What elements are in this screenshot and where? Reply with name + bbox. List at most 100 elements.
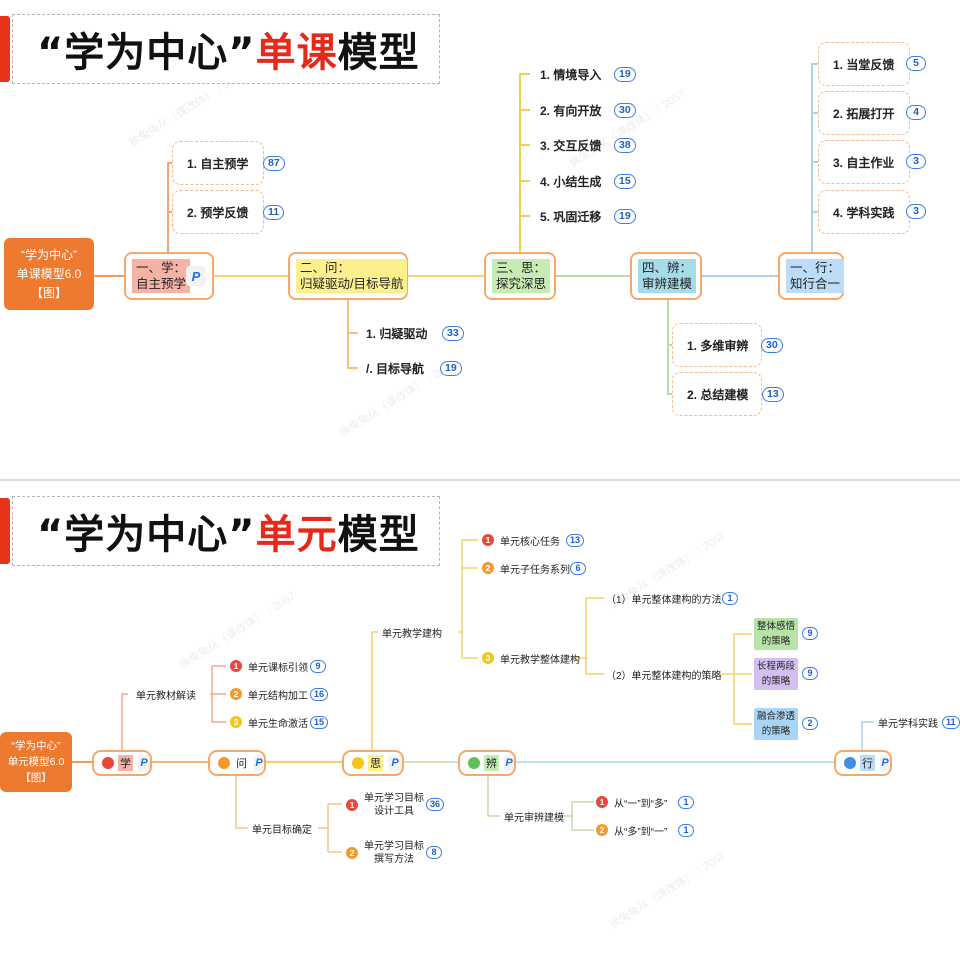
branch-label[interactable]: 单元审辨建模	[504, 812, 564, 824]
count-badge[interactable]: 9	[802, 667, 818, 680]
main-node-wen[interactable]: 问 P	[208, 750, 266, 776]
root-line-2: 单元模型6.0	[7, 756, 65, 768]
count-badge[interactable]: 9	[310, 660, 326, 673]
count-badge[interactable]: 2	[802, 717, 818, 730]
leaf-node[interactable]: 2. 总结建模	[672, 372, 762, 416]
count-badge[interactable]: 9	[802, 627, 818, 640]
count-badge[interactable]: 19	[614, 209, 636, 224]
main-node-bian[interactable]: 四、辨： 审辨建模	[630, 252, 702, 300]
leaf-node[interactable]: /. 目标导航	[366, 361, 425, 376]
label-line: 四、辨：	[642, 261, 693, 275]
list-item[interactable]: 1 单元课标引领	[230, 659, 308, 674]
count-badge[interactable]: 13	[566, 534, 585, 547]
label-line: 审辨建模	[642, 277, 693, 291]
count-badge[interactable]: 38	[614, 138, 636, 153]
main-node-si[interactable]: 三、思：探究深思	[484, 252, 556, 300]
main-node-xue[interactable]: 学 P	[92, 750, 152, 776]
count-badge[interactable]: 30	[614, 103, 636, 118]
count-badge[interactable]: 16	[310, 688, 329, 701]
p-tag-icon[interactable]: P	[254, 755, 264, 771]
root-node[interactable]: “学为中心” 单元模型6.0 【图】	[0, 732, 72, 792]
status-dot-icon	[352, 757, 364, 769]
root-node[interactable]: “学为中心” 单课模型6.0 【图】	[4, 238, 94, 310]
count-badge[interactable]: 11	[263, 205, 285, 220]
count-badge[interactable]: 3	[906, 204, 926, 219]
count-badge[interactable]: 15	[614, 174, 636, 189]
p-tag-icon[interactable]: P	[880, 755, 890, 771]
strategy-tag[interactable]: 融合渗透的策略	[754, 708, 799, 740]
main-node-label: 一、行：知行合一	[786, 259, 845, 293]
leaf-node[interactable]: 1. 当堂反馈	[818, 42, 910, 86]
count-badge[interactable]: 3	[906, 154, 926, 169]
count-badge[interactable]: 4	[906, 105, 926, 120]
main-node-xing[interactable]: 行 P	[834, 750, 892, 776]
page-title: “学为中心”单元模型	[37, 502, 420, 560]
count-badge[interactable]: 30	[761, 338, 783, 353]
count-badge[interactable]: 13	[762, 387, 784, 402]
sub-item[interactable]: （2）单元整体建构的策略	[606, 670, 722, 682]
title-accent-bar	[0, 16, 10, 82]
count-badge[interactable]: 87	[263, 156, 285, 171]
leaf-node[interactable]: 4. 小结生成	[540, 174, 602, 189]
main-node-xue[interactable]: 一、学：自主预学 P	[124, 252, 214, 300]
main-node-label: 二、问：归疑驱动/目标导航	[296, 259, 408, 293]
p-tag-icon[interactable]: P	[186, 266, 206, 286]
leaf-node[interactable]: 4. 学科实践	[818, 190, 910, 234]
branch-label[interactable]: 单元教学建构	[382, 628, 442, 640]
count-badge[interactable]: 33	[442, 326, 464, 341]
count-badge[interactable]: 15	[310, 716, 329, 729]
count-badge[interactable]: 8	[426, 846, 442, 859]
count-badge[interactable]: 19	[440, 361, 462, 376]
item-label: 单元课标引领	[248, 662, 308, 674]
branch-label[interactable]: 单元教材解读	[136, 690, 196, 702]
leaf-node[interactable]: 1. 多维审辨	[672, 323, 762, 367]
strategy-tag[interactable]: 整体感悟的策略	[754, 618, 799, 650]
p-tag-icon[interactable]: P	[138, 755, 150, 771]
label-line: 知行合一	[790, 277, 841, 291]
count-badge[interactable]: 5	[906, 56, 926, 71]
main-node-si[interactable]: 思 P	[342, 750, 404, 776]
count-badge[interactable]: 1	[678, 824, 694, 837]
branch-label[interactable]: 单元目标确定	[252, 824, 312, 836]
leaf-node[interactable]: 2. 有向开放	[540, 103, 602, 118]
p-tag-icon[interactable]: P	[504, 755, 514, 771]
count-badge[interactable]: 1	[678, 796, 694, 809]
count-badge[interactable]: 11	[942, 716, 960, 729]
count-badge[interactable]: 19	[614, 67, 636, 82]
status-dot-icon	[218, 757, 230, 769]
p-tag-icon[interactable]: P	[388, 755, 402, 771]
leaf-node[interactable]: 1. 自主预学	[172, 141, 264, 185]
list-item[interactable]: 单元学科实践	[878, 718, 938, 730]
leaf-node[interactable]: 1. 情境导入	[540, 67, 602, 82]
leaf-node[interactable]: 2. 拓展打开	[818, 91, 910, 135]
sub-item[interactable]: （1）单元整体建构的方法	[606, 594, 722, 606]
leaf-node[interactable]: 5. 巩固迁移	[540, 209, 602, 224]
strategy-tag[interactable]: 长程两段的策略	[754, 658, 799, 690]
count-badge[interactable]: 1	[722, 592, 738, 605]
leaf-node[interactable]: 2. 预学反馈	[172, 190, 264, 234]
main-node-xing[interactable]: 一、行：知行合一	[778, 252, 845, 300]
leaf-node[interactable]: 1. 归疑驱动	[366, 326, 428, 341]
leaf-node[interactable]: 3. 交互反馈	[540, 138, 602, 153]
top-connectors	[94, 63, 818, 395]
panel-divider	[0, 479, 960, 481]
title-accent-bar	[0, 498, 10, 564]
main-node-wen[interactable]: 二、问：归疑驱动/目标导航	[288, 252, 408, 300]
count-badge[interactable]: 6	[570, 562, 586, 575]
number-badge: 3	[482, 652, 494, 664]
number-badge: 1	[230, 660, 242, 672]
leaf-node[interactable]: 3. 自主作业	[818, 140, 910, 184]
root-line-1: “学为中心”	[21, 247, 77, 262]
page-title: “学为中心”单课模型	[37, 20, 420, 78]
main-node-bian[interactable]: 辨 P	[458, 750, 516, 776]
count-badge[interactable]: 36	[426, 798, 445, 811]
